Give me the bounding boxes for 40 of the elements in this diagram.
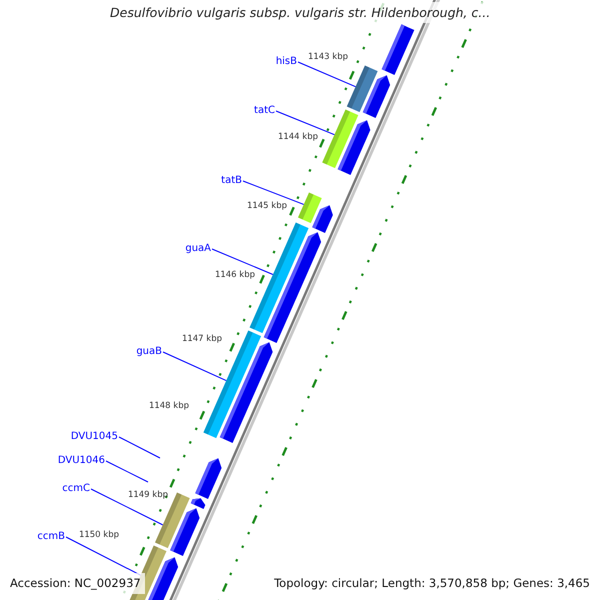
scale-label: 1147 kbp [182, 333, 222, 345]
scale-label: 1144 kbp [278, 131, 318, 143]
gene-label: ccmB [37, 531, 65, 543]
reverse-gene-block [195, 458, 222, 499]
leader-line [276, 110, 335, 136]
scale-label: 1149 kbp [128, 489, 168, 501]
gene-label: guaB [136, 346, 162, 358]
forward-gene-block [298, 192, 322, 224]
reverse-gene-block [220, 342, 273, 443]
scale-label: 1143 kbp [308, 51, 348, 63]
forward-gene-block [203, 330, 262, 438]
reverse-gene-block [147, 557, 178, 600]
gene-label: DVU1046 [58, 455, 105, 467]
reverse-gene-block [362, 75, 390, 118]
scale-label: 1148 kbp [148, 400, 189, 412]
reverse-gene-block [264, 232, 322, 343]
reverse-gene-block [170, 508, 200, 556]
leader-line [106, 460, 148, 482]
scale-label: 1150 kbp [78, 529, 119, 541]
leader-line [90, 488, 164, 526]
reverse-gene-block [312, 205, 333, 233]
gene-label: DVU1045 [70, 431, 118, 443]
forward-gene-block [322, 110, 358, 168]
gene-label: ccmC [62, 483, 90, 495]
scale-label: 1145 kbp [246, 200, 287, 212]
forward-gene-block [346, 66, 378, 112]
leader-line [212, 248, 274, 275]
gene-label: tatC [254, 105, 275, 117]
reverse-gene-block [338, 120, 370, 175]
scale-label: 1146 kbp [214, 269, 255, 281]
gene-label: tatB [221, 175, 242, 187]
gene-label: hisB [276, 56, 297, 68]
gene-label: guaA [185, 243, 211, 255]
leader-line [118, 436, 160, 458]
leader-line [242, 180, 304, 205]
reverse-gene-block [190, 498, 206, 509]
forward-gene-block [155, 492, 190, 548]
leader-line [298, 62, 356, 88]
reverse-gene-block [382, 24, 414, 75]
leader-line [162, 352, 227, 382]
